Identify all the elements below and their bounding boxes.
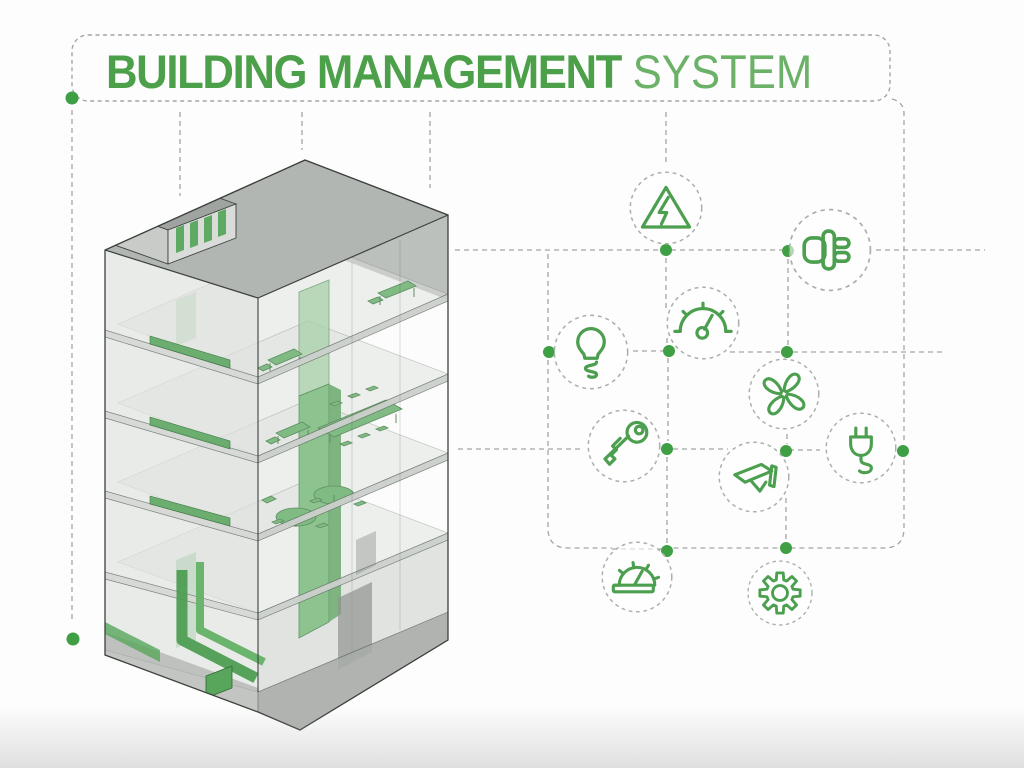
ventilation-fan-icon bbox=[762, 372, 806, 416]
key-icon bbox=[603, 420, 649, 466]
node-dot bbox=[65, 91, 79, 105]
node-dot bbox=[781, 346, 793, 358]
page-bottom-shadow bbox=[0, 706, 1024, 768]
lightbulb-icon bbox=[576, 326, 606, 379]
dashed-circle bbox=[825, 412, 897, 484]
title-primary: BUILDING MANAGEMENT bbox=[106, 45, 622, 98]
icon-node-power-socket bbox=[787, 207, 873, 293]
dashed-circle bbox=[629, 171, 703, 245]
icon-node-meter bbox=[600, 540, 674, 614]
title-secondary: SYSTEM bbox=[632, 45, 813, 98]
speedometer-gauge-icon bbox=[673, 301, 733, 340]
dashed-circle bbox=[747, 560, 813, 626]
dashed-circle bbox=[587, 409, 661, 483]
icon-node-fan bbox=[747, 357, 821, 431]
icon-node-electrical-hazard bbox=[628, 170, 704, 246]
dashed-circle bbox=[788, 208, 872, 292]
icon-node-gear bbox=[746, 559, 814, 627]
gear-icon bbox=[758, 571, 802, 615]
node-dot bbox=[661, 443, 673, 455]
dashed-circle bbox=[748, 358, 820, 430]
node-dot bbox=[663, 345, 675, 357]
page-title: BUILDING MANAGEMENT SYSTEM bbox=[106, 44, 812, 100]
cctv-camera-icon bbox=[733, 462, 778, 493]
node-dot bbox=[66, 632, 80, 646]
dashed-circle bbox=[666, 286, 740, 360]
icon-node-speedometer bbox=[665, 285, 741, 361]
building-illustration bbox=[104, 159, 449, 731]
node-dot bbox=[543, 346, 555, 358]
icon-node-lightbulb bbox=[552, 313, 630, 391]
icon-node-plug-cord bbox=[824, 411, 898, 485]
node-dot bbox=[897, 445, 909, 457]
connector-lines bbox=[71, 98, 985, 622]
title-frame bbox=[71, 34, 891, 102]
dashed-circle bbox=[553, 314, 629, 390]
meter-gauge-icon bbox=[611, 561, 661, 594]
power-plug-cord-icon bbox=[849, 426, 873, 475]
node-dot bbox=[780, 445, 792, 457]
dashed-circle bbox=[601, 541, 673, 613]
node-dot bbox=[660, 244, 672, 256]
node-dot bbox=[780, 542, 792, 554]
power-plug-socket-icon bbox=[802, 229, 851, 271]
electrical-hazard-icon bbox=[640, 185, 692, 229]
building-outline bbox=[104, 159, 449, 731]
icon-node-cctv bbox=[717, 440, 791, 514]
junction-dots bbox=[65, 91, 909, 646]
icon-node-key bbox=[586, 408, 662, 484]
